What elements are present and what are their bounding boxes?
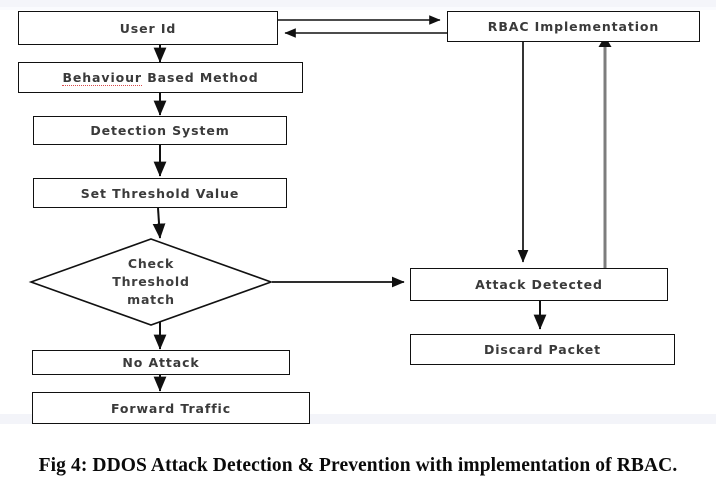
node-rbac-implementation-label: RBAC Implementation [487,19,660,34]
node-behaviour-based-method-label: Behaviour Based Method [62,70,259,86]
node-no-attack-label: No Attack [122,355,200,370]
node-forward-traffic[interactable]: Forward Traffic [32,392,310,424]
edge-threshold-to-check [152,207,166,239]
node-rbac-implementation[interactable]: RBAC Implementation [447,11,700,42]
node-forward-traffic-label: Forward Traffic [110,400,232,416]
node-behaviour-rest: Based Method [141,70,259,85]
node-attack-detected-label: Attack Detected [475,277,603,292]
node-detection-system-label: Detection System [90,123,230,138]
node-attack-detected[interactable]: Attack Detected [410,268,668,301]
scan-band-top-secondary [0,7,716,10]
node-set-threshold-value[interactable]: Set Threshold Value [33,178,287,208]
node-behaviour-word: Behaviour [62,70,142,86]
diamond-shape [28,238,274,326]
node-check-threshold-match[interactable]: Check Threshold match [28,238,274,326]
node-user-id[interactable]: User Id [18,11,278,45]
edge-attackdetected-to-rbac [598,36,612,300]
node-no-attack[interactable]: No Attack [32,350,290,375]
flowchart-diagram: User Id Behaviour Based Method Detection… [0,0,716,424]
figure-caption: Fig 4: DDOS Attack Detection & Preventio… [38,455,678,476]
scan-band-bottom [0,414,716,424]
scan-band-top [0,0,716,7]
node-set-threshold-value-label: Set Threshold Value [80,185,240,201]
node-behaviour-based-method[interactable]: Behaviour Based Method [18,62,303,93]
node-discard-packet-label: Discard Packet [483,342,602,357]
node-detection-system[interactable]: Detection System [33,116,287,145]
node-discard-packet[interactable]: Discard Packet [410,334,675,365]
node-user-id-label: User Id [119,20,177,36]
